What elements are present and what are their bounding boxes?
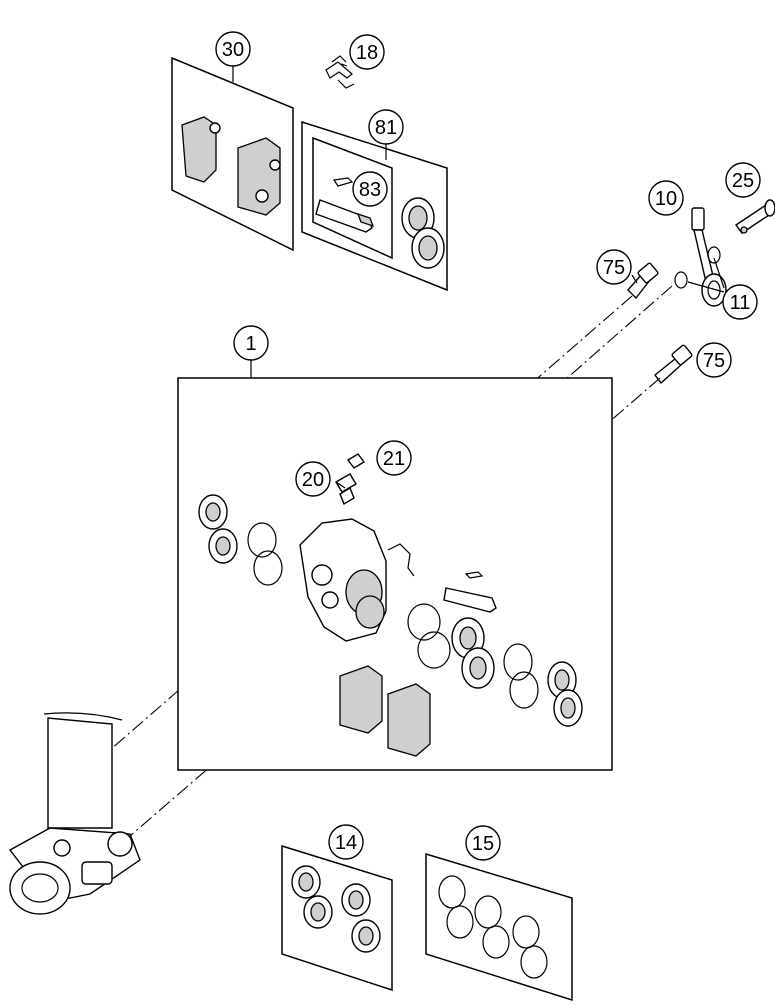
- callout-75-upper-label: 75: [603, 257, 625, 279]
- kit-15-seals: [425, 852, 573, 1002]
- callout-1: 1: [233, 325, 269, 361]
- bolt-75-upper: [627, 262, 659, 300]
- kit-81-pin-set: [301, 120, 448, 292]
- callout-25: 25: [725, 162, 761, 198]
- callout-75-upper: 75: [596, 249, 632, 285]
- clip-18: [325, 55, 355, 89]
- banjo-bolt-25: [734, 199, 775, 234]
- callout-14: 14: [328, 824, 364, 860]
- callout-1-label: 1: [245, 333, 256, 355]
- callout-15-label: 15: [472, 833, 494, 855]
- callout-15: 15: [465, 825, 501, 861]
- callout-21: 21: [376, 440, 412, 476]
- callout-18-label: 18: [356, 42, 378, 64]
- callout-83-label: 83: [359, 179, 381, 201]
- bolt-75-lower: [654, 344, 693, 385]
- kit-14-pistons: [281, 844, 393, 992]
- callout-18: 18: [349, 34, 385, 70]
- callout-30-label: 30: [222, 39, 244, 61]
- callout-11-label: 11: [730, 292, 751, 314]
- callout-14-label: 14: [335, 832, 357, 854]
- callout-20-label: 20: [302, 469, 324, 491]
- brake-line-fitting-10: [674, 207, 727, 307]
- callout-25-label: 25: [732, 170, 754, 192]
- callout-75-lower: 75: [696, 342, 732, 378]
- callout-83: 83: [352, 171, 388, 207]
- caliper-assembly-1: [177, 358, 613, 771]
- callout-10: 10: [648, 180, 684, 216]
- callout-75-lower-label: 75: [703, 350, 725, 372]
- kit-30-brake-pads: [171, 56, 294, 252]
- leader-lines: [232, 63, 638, 489]
- callout-21-label: 21: [383, 448, 405, 470]
- callout-11: 11: [722, 284, 758, 320]
- callout-10-label: 10: [655, 188, 677, 210]
- fork-leg: [8, 712, 141, 915]
- callout-81-label: 81: [375, 117, 397, 139]
- callout-81: 81: [368, 109, 404, 145]
- callout-20: 20: [295, 461, 331, 497]
- callout-30: 30: [215, 31, 251, 67]
